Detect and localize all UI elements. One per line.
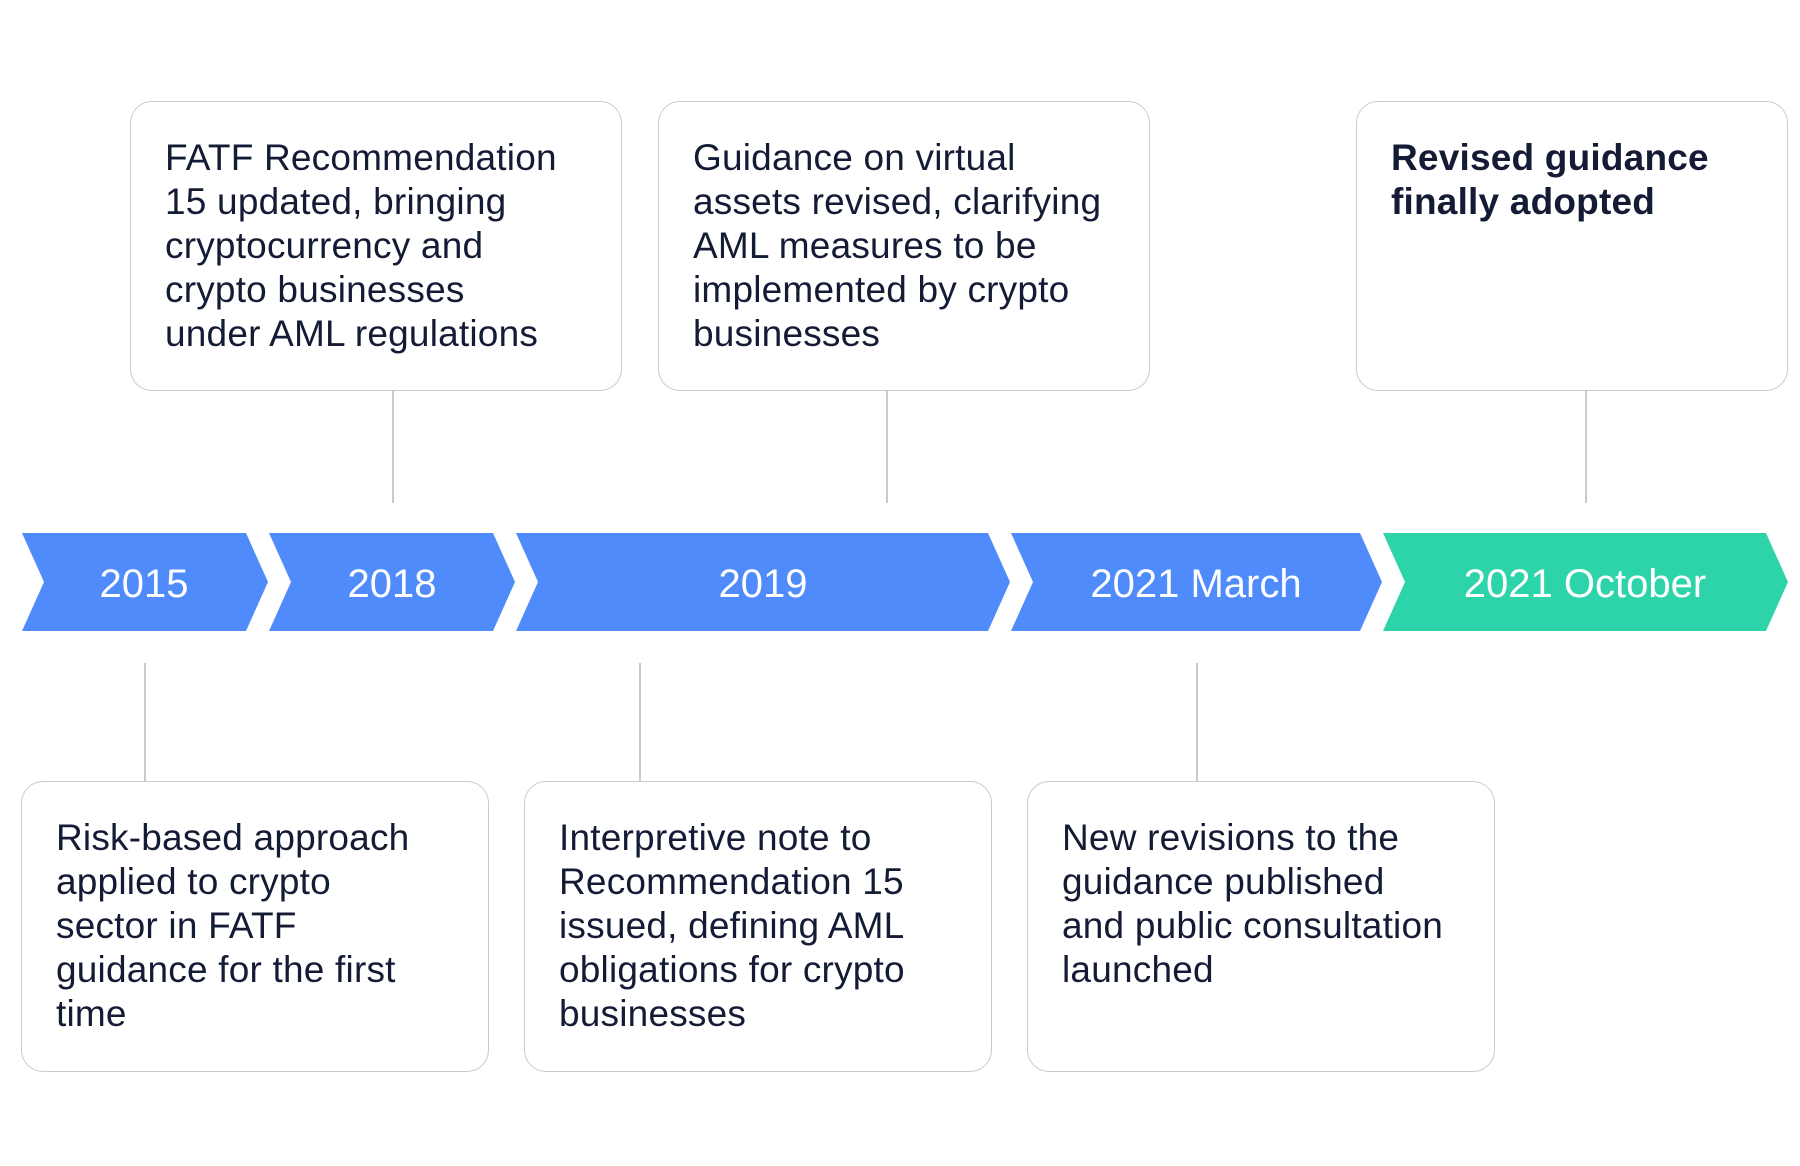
event-card-2021-march: New revisions to the guidance published … — [1027, 781, 1495, 1072]
timeline-label-2018: 2018 — [348, 562, 437, 606]
timeline-segment-2015 — [22, 533, 268, 631]
timeline-segment-2021-march — [1011, 533, 1382, 631]
timeline-label-2019: 2019 — [719, 562, 808, 606]
event-card-2015: Risk-based approach applied to crypto se… — [21, 781, 489, 1072]
connector-2018 — [392, 391, 394, 503]
connector-2019-top — [886, 391, 888, 503]
timeline-bar: 2015 2018 2019 2021 March 2021 October — [22, 533, 1788, 631]
timeline-label-2015: 2015 — [100, 562, 189, 606]
connector-2021-october — [1585, 391, 1587, 503]
event-card-2019-guidance-revised: Guidance on virtual assets revised, clar… — [658, 101, 1150, 391]
event-card-2019-interpretive-note: Interpretive note to Recommendation 15 i… — [524, 781, 992, 1072]
event-card-2018: FATF Recommendation 15 updated, bringing… — [130, 101, 622, 391]
timeline-label-2021-march: 2021 March — [1090, 562, 1301, 606]
connector-2015 — [144, 663, 146, 781]
connector-2019-bottom — [639, 663, 641, 781]
event-card-2021-october: Revised guidance finally adopted — [1356, 101, 1788, 391]
timeline-segment-2021-october — [1383, 533, 1788, 631]
timeline-segment-2018 — [269, 533, 515, 631]
timeline-segment-2019 — [516, 533, 1010, 631]
timeline-label-2021-october: 2021 October — [1464, 562, 1706, 606]
connector-2021-march — [1196, 663, 1198, 781]
